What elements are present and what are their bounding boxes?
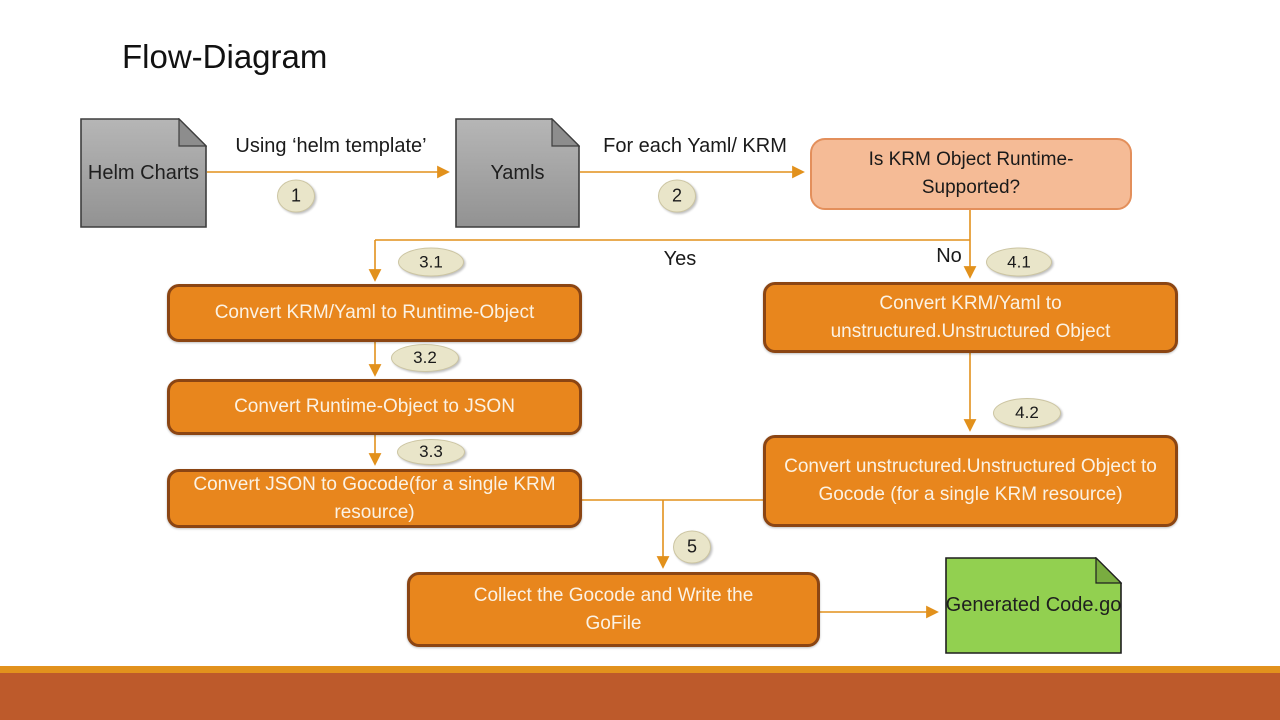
step-badge-3-3: 3.3 — [397, 439, 465, 465]
node-convert-json-to-gocode: Convert JSON to Gocode(for a single KRM … — [167, 469, 582, 528]
step-badge-5: 5 — [673, 530, 711, 564]
page-title: Flow-Diagram — [122, 38, 328, 75]
edge-label-using-helm-template: Using ‘helm template’ — [235, 135, 427, 157]
node-decision-krm-runtime-supported: Is KRM Object Runtime-Supported? — [810, 138, 1132, 210]
node-convert-runtime-object-to-json: Convert Runtime-Object to JSON — [167, 379, 582, 435]
folded-card-shape — [80, 118, 207, 228]
folded-card-shape — [455, 118, 580, 228]
step-badge-3-2: 3.2 — [391, 344, 459, 372]
node-convert-krm-to-runtime-object: Convert KRM/Yaml to Runtime-Object — [167, 284, 582, 342]
step-badge-3-1: 3.1 — [398, 247, 464, 277]
node-helm-charts: Helm Charts — [80, 118, 207, 228]
footer-bar — [0, 673, 1280, 720]
footer-accent-strip — [0, 666, 1280, 673]
node-label: Helm Charts — [87, 161, 200, 184]
step-badge-1: 1 — [277, 179, 315, 213]
node-yamls: Yamls — [455, 118, 580, 228]
step-badge-4-2: 4.2 — [993, 398, 1061, 428]
edge-label-no: No — [936, 245, 962, 267]
node-convert-krm-to-unstructured: Convert KRM/Yaml to unstructured.Unstruc… — [763, 282, 1178, 353]
node-generated-code-go: Generated Code.go — [945, 557, 1122, 654]
edge-label-for-each-yaml: For each Yaml/ KRM — [603, 135, 787, 157]
folded-card-shape — [945, 557, 1122, 654]
node-label: Yamls — [490, 161, 545, 184]
step-badge-4-1: 4.1 — [986, 247, 1052, 277]
step-badge-2: 2 — [658, 179, 696, 213]
node-label: Generated Code.go — [945, 594, 1122, 616]
edge-label-yes: Yes — [663, 248, 697, 270]
node-convert-unstructured-to-gocode: Convert unstructured.Unstructured Object… — [763, 435, 1178, 527]
node-collect-gocode-write-gofile: Collect the Gocode and Write the GoFile — [407, 572, 820, 647]
